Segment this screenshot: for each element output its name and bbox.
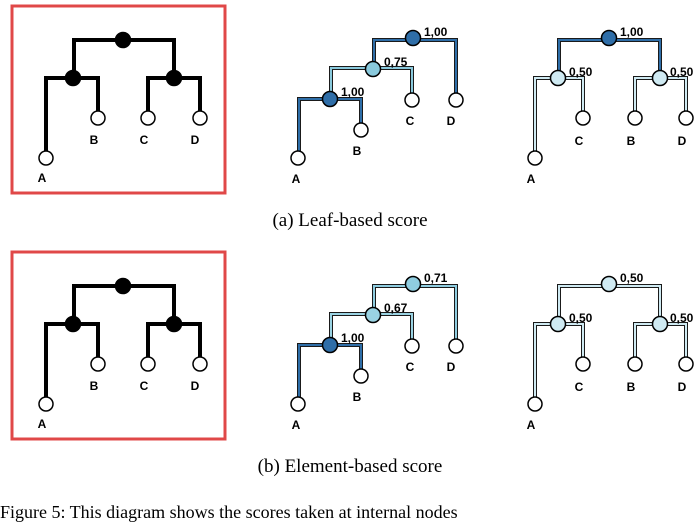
figure-caption-text: Figure 5: This diagram shows the scores …: [0, 502, 458, 522]
highlight-frame: [10, 4, 227, 195]
internal-node: [114, 277, 132, 295]
leaf-label: D: [678, 380, 687, 394]
leaf-label: C: [140, 133, 149, 147]
caterpillar-tree: 0,71 0,67 1,00A B C D: [290, 271, 464, 432]
internal-node: [64, 315, 82, 333]
score-label: 1,00: [424, 25, 448, 39]
leaf-label: B: [627, 380, 636, 394]
leaf-node: [678, 356, 694, 372]
score-label: 1,00: [341, 85, 365, 99]
internal-node: [651, 315, 669, 333]
caption: (a) Leaf-based score: [272, 210, 427, 231]
leaf-label: A: [292, 172, 301, 186]
reference-tree: A B C D: [38, 31, 208, 185]
caterpillar-tree: 1,00 0,75 1,00A B C D: [290, 25, 464, 186]
leaf-label: C: [575, 134, 584, 148]
internal-node: [321, 336, 339, 354]
leaf-node: [38, 150, 54, 166]
internal-node: [165, 69, 183, 87]
score-label: 0,50: [569, 311, 593, 325]
caption: (b) Element-based score: [258, 456, 443, 477]
leaf-node: [140, 110, 156, 126]
internal-node: [165, 315, 183, 333]
leaf-node: [627, 356, 643, 372]
leaf-label: A: [38, 417, 47, 431]
leaf-label: A: [292, 418, 301, 432]
leaf-node: [192, 110, 208, 126]
internal-node: [600, 29, 618, 47]
internal-node: [321, 90, 339, 108]
leaf-label: C: [406, 360, 415, 374]
internal-node: [404, 29, 422, 47]
internal-node: [549, 69, 567, 87]
leaf-label: B: [353, 390, 362, 404]
internal-node: [114, 31, 132, 49]
leaf-label: D: [191, 133, 200, 147]
leaf-node: [575, 356, 591, 372]
highlight-frame: [10, 250, 227, 441]
leaf-label: B: [90, 379, 99, 393]
leaf-node: [448, 338, 464, 354]
leaf-node: [627, 110, 643, 126]
row-b: A B C D 0,71 0,67 1,00A B C D 0,50 0,50 0,50A C B D (…: [10, 250, 694, 477]
score-label: 0,67: [384, 301, 408, 315]
score-label: 0,75: [384, 55, 408, 69]
internal-node: [364, 306, 382, 324]
leaf-node: [290, 150, 306, 166]
leaf-label: A: [527, 418, 536, 432]
leaf-node: [353, 122, 369, 138]
leaf-label: C: [575, 380, 584, 394]
leaf-label: B: [627, 134, 636, 148]
leaf-node: [90, 356, 106, 372]
leaf-node: [404, 338, 420, 354]
internal-node: [404, 275, 422, 293]
internal-node: [549, 315, 567, 333]
leaf-node: [527, 150, 543, 166]
leaf-node: [678, 110, 694, 126]
leaf-label: D: [447, 360, 456, 374]
score-label: 1,00: [341, 331, 365, 345]
leaf-label: C: [406, 114, 415, 128]
leaf-label: B: [353, 144, 362, 158]
leaf-label: C: [140, 379, 149, 393]
leaf-node: [140, 356, 156, 372]
internal-node: [651, 69, 669, 87]
leaf-node: [90, 110, 106, 126]
score-label: 1,00: [620, 25, 644, 39]
leaf-node: [404, 92, 420, 108]
leaf-node: [575, 110, 591, 126]
leaf-node: [448, 92, 464, 108]
score-label: 0,50: [569, 65, 593, 79]
leaf-node: [192, 356, 208, 372]
leaf-label: A: [38, 171, 47, 185]
score-label: 0,50: [670, 311, 694, 325]
internal-node: [600, 275, 618, 293]
leaf-label: B: [90, 133, 99, 147]
internal-node: [364, 60, 382, 78]
leaf-node: [38, 396, 54, 412]
leaf-node: [527, 396, 543, 412]
reference-tree: A B C D: [38, 277, 208, 431]
score-label: 0,50: [620, 271, 644, 285]
leaf-label: D: [447, 114, 456, 128]
score-label: 0,50: [670, 65, 694, 79]
internal-node: [64, 69, 82, 87]
leaf-label: A: [527, 172, 536, 186]
score-label: 0,71: [424, 271, 448, 285]
leaf-label: D: [191, 379, 200, 393]
leaf-label: D: [678, 134, 687, 148]
leaf-node: [290, 396, 306, 412]
leaf-node: [353, 368, 369, 384]
balanced-tree: 0,50 0,50 0,50A C B D: [527, 271, 694, 432]
row-a: A B C D 1,00 0,75 1,00A B C D 1,00 0,50 0,50A C B D (…: [10, 4, 694, 231]
balanced-tree: 1,00 0,50 0,50A C B D: [527, 25, 694, 186]
